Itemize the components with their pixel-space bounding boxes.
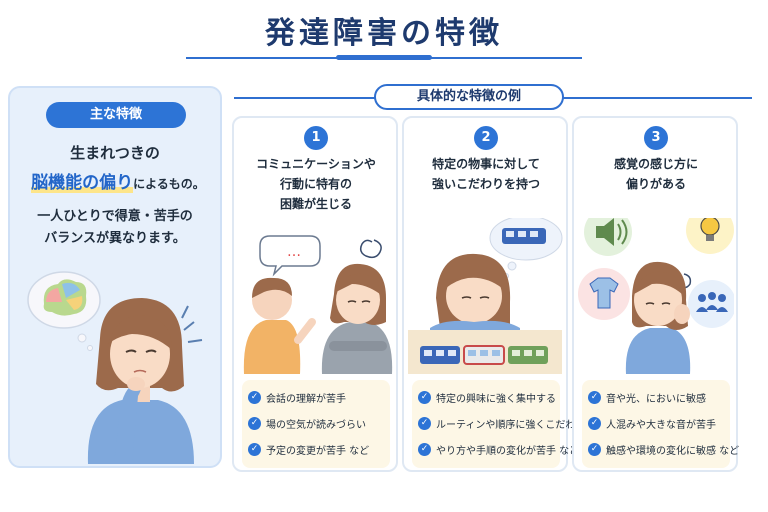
card-title: 感覚の感じ方に 偏りがある <box>613 157 698 191</box>
shirt-icon <box>578 268 630 320</box>
point-item: ✓ 特定の興味に強く集中する <box>418 384 556 410</box>
check-icon: ✓ <box>418 416 431 430</box>
lightbulb-icon <box>686 218 734 254</box>
check-icon: ✓ <box>588 416 601 430</box>
highlight-text: 脳機能の偏り <box>31 173 134 193</box>
conversation-illustration: … <box>243 235 393 374</box>
check-icon: ✓ <box>418 442 431 456</box>
page-title: 発達障害の特徴 <box>265 16 503 51</box>
example-card-1: 1 コミュニケーションや 行動に特有の 困難が生じる … ✓ 会話の理解が苦手 ✓… <box>232 116 398 472</box>
point-text: 音や光、においに敏感 <box>606 393 706 405</box>
check-icon: ✓ <box>588 390 601 404</box>
point-item: ✓ 音や光、においに敏感 <box>588 384 724 410</box>
point-text: やり方や手順の変化が苦手 など <box>436 445 580 457</box>
card-points: ✓ 音や光、においに敏感 ✓ 人混みや大きな音が苦手 ✓ 触感や環境の変化に敏感 など <box>582 380 739 468</box>
trains-illustration <box>408 218 563 374</box>
swirl-icon <box>359 239 382 259</box>
check-icon: ✓ <box>248 390 261 404</box>
speaker-icon <box>584 218 632 256</box>
crowd-icon <box>688 280 734 328</box>
card-number: 2 <box>474 126 498 150</box>
check-icon: ✓ <box>248 416 261 430</box>
point-text: 触感や環境の変化に敏感 など <box>606 445 740 457</box>
brain-icon <box>27 271 101 351</box>
card-points: ✓ 特定の興味に強く集中する ✓ ルーティンや順序に強くこだわる ✓ やり方や手順の変… <box>412 380 585 468</box>
card-title: 特定の物事に対して 強いこだわりを持つ <box>431 157 540 191</box>
card-title: コミュニケーションや 行動に特有の 困難が生じる <box>256 157 376 211</box>
point-text: 会話の理解が苦手 <box>266 393 346 405</box>
point-item: ✓ ルーティンや順序に強くこだわる <box>418 410 585 436</box>
point-text: 予定の変更が苦手 など <box>266 445 370 457</box>
point-item: ✓ 会話の理解が苦手 <box>248 384 384 410</box>
main-features-badge: 主な特徴 <box>46 102 186 128</box>
point-item: ✓ 人混みや大きな音が苦手 <box>588 410 724 436</box>
train-icon <box>502 228 546 244</box>
point-item: ✓ 予定の変更が苦手 など <box>248 436 384 462</box>
example-card-2: 2 特定の物事に対して 強いこだわりを持つ ✓ 特定の興味に強く集中する ✓ ルーテ… <box>402 116 585 472</box>
title-underline-accent <box>336 55 432 60</box>
main-features-panel: 主な特徴 生まれつきの 脳機能の偏りによるもの。 一人ひとりで得意・苦手の バラ… <box>8 86 222 468</box>
example-card-3: 3 感覚の感じ方に 偏りがある <box>572 116 739 472</box>
check-icon: ✓ <box>248 442 261 456</box>
main-description-line3a: 一人ひとりで得意・苦手の <box>37 209 193 224</box>
point-item: ✓ 場の空気が読みづらい <box>248 410 384 436</box>
thinking-woman-illustration <box>27 271 203 464</box>
main-description-line3: 一人ひとりで得意・苦手の バランスが異なります。 <box>10 206 220 250</box>
point-text: 場の空気が読みづらい <box>266 419 366 431</box>
point-text: ルーティンや順序に強くこだわる <box>436 419 586 431</box>
point-item: ✓ やり方や手順の変化が苦手 など <box>418 436 579 462</box>
main-description-line1: 生まれつきの <box>70 144 160 162</box>
point-text: 特定の興味に強く集中する <box>436 393 556 405</box>
main-description-tail: によるもの。 <box>133 177 205 191</box>
main-description-line2: 脳機能の偏りによるもの。 <box>16 168 220 193</box>
point-item: ✓ 触感や環境の変化に敏感 など <box>588 436 739 462</box>
main-description-line3b: バランスが異なります。 <box>44 231 186 246</box>
card-number: 3 <box>644 126 668 150</box>
examples-badge: 具体的な特徴の例 <box>374 84 564 110</box>
card-points: ✓ 会話の理解が苦手 ✓ 場の空気が読みづらい ✓ 予定の変更が苦手 など <box>242 380 390 468</box>
point-text: 人混みや大きな音が苦手 <box>606 419 716 431</box>
check-icon: ✓ <box>588 442 601 456</box>
sensory-illustration <box>578 218 734 374</box>
card-number: 1 <box>304 126 328 150</box>
speech-bubble-dots: … <box>287 244 301 260</box>
check-icon: ✓ <box>418 390 431 404</box>
